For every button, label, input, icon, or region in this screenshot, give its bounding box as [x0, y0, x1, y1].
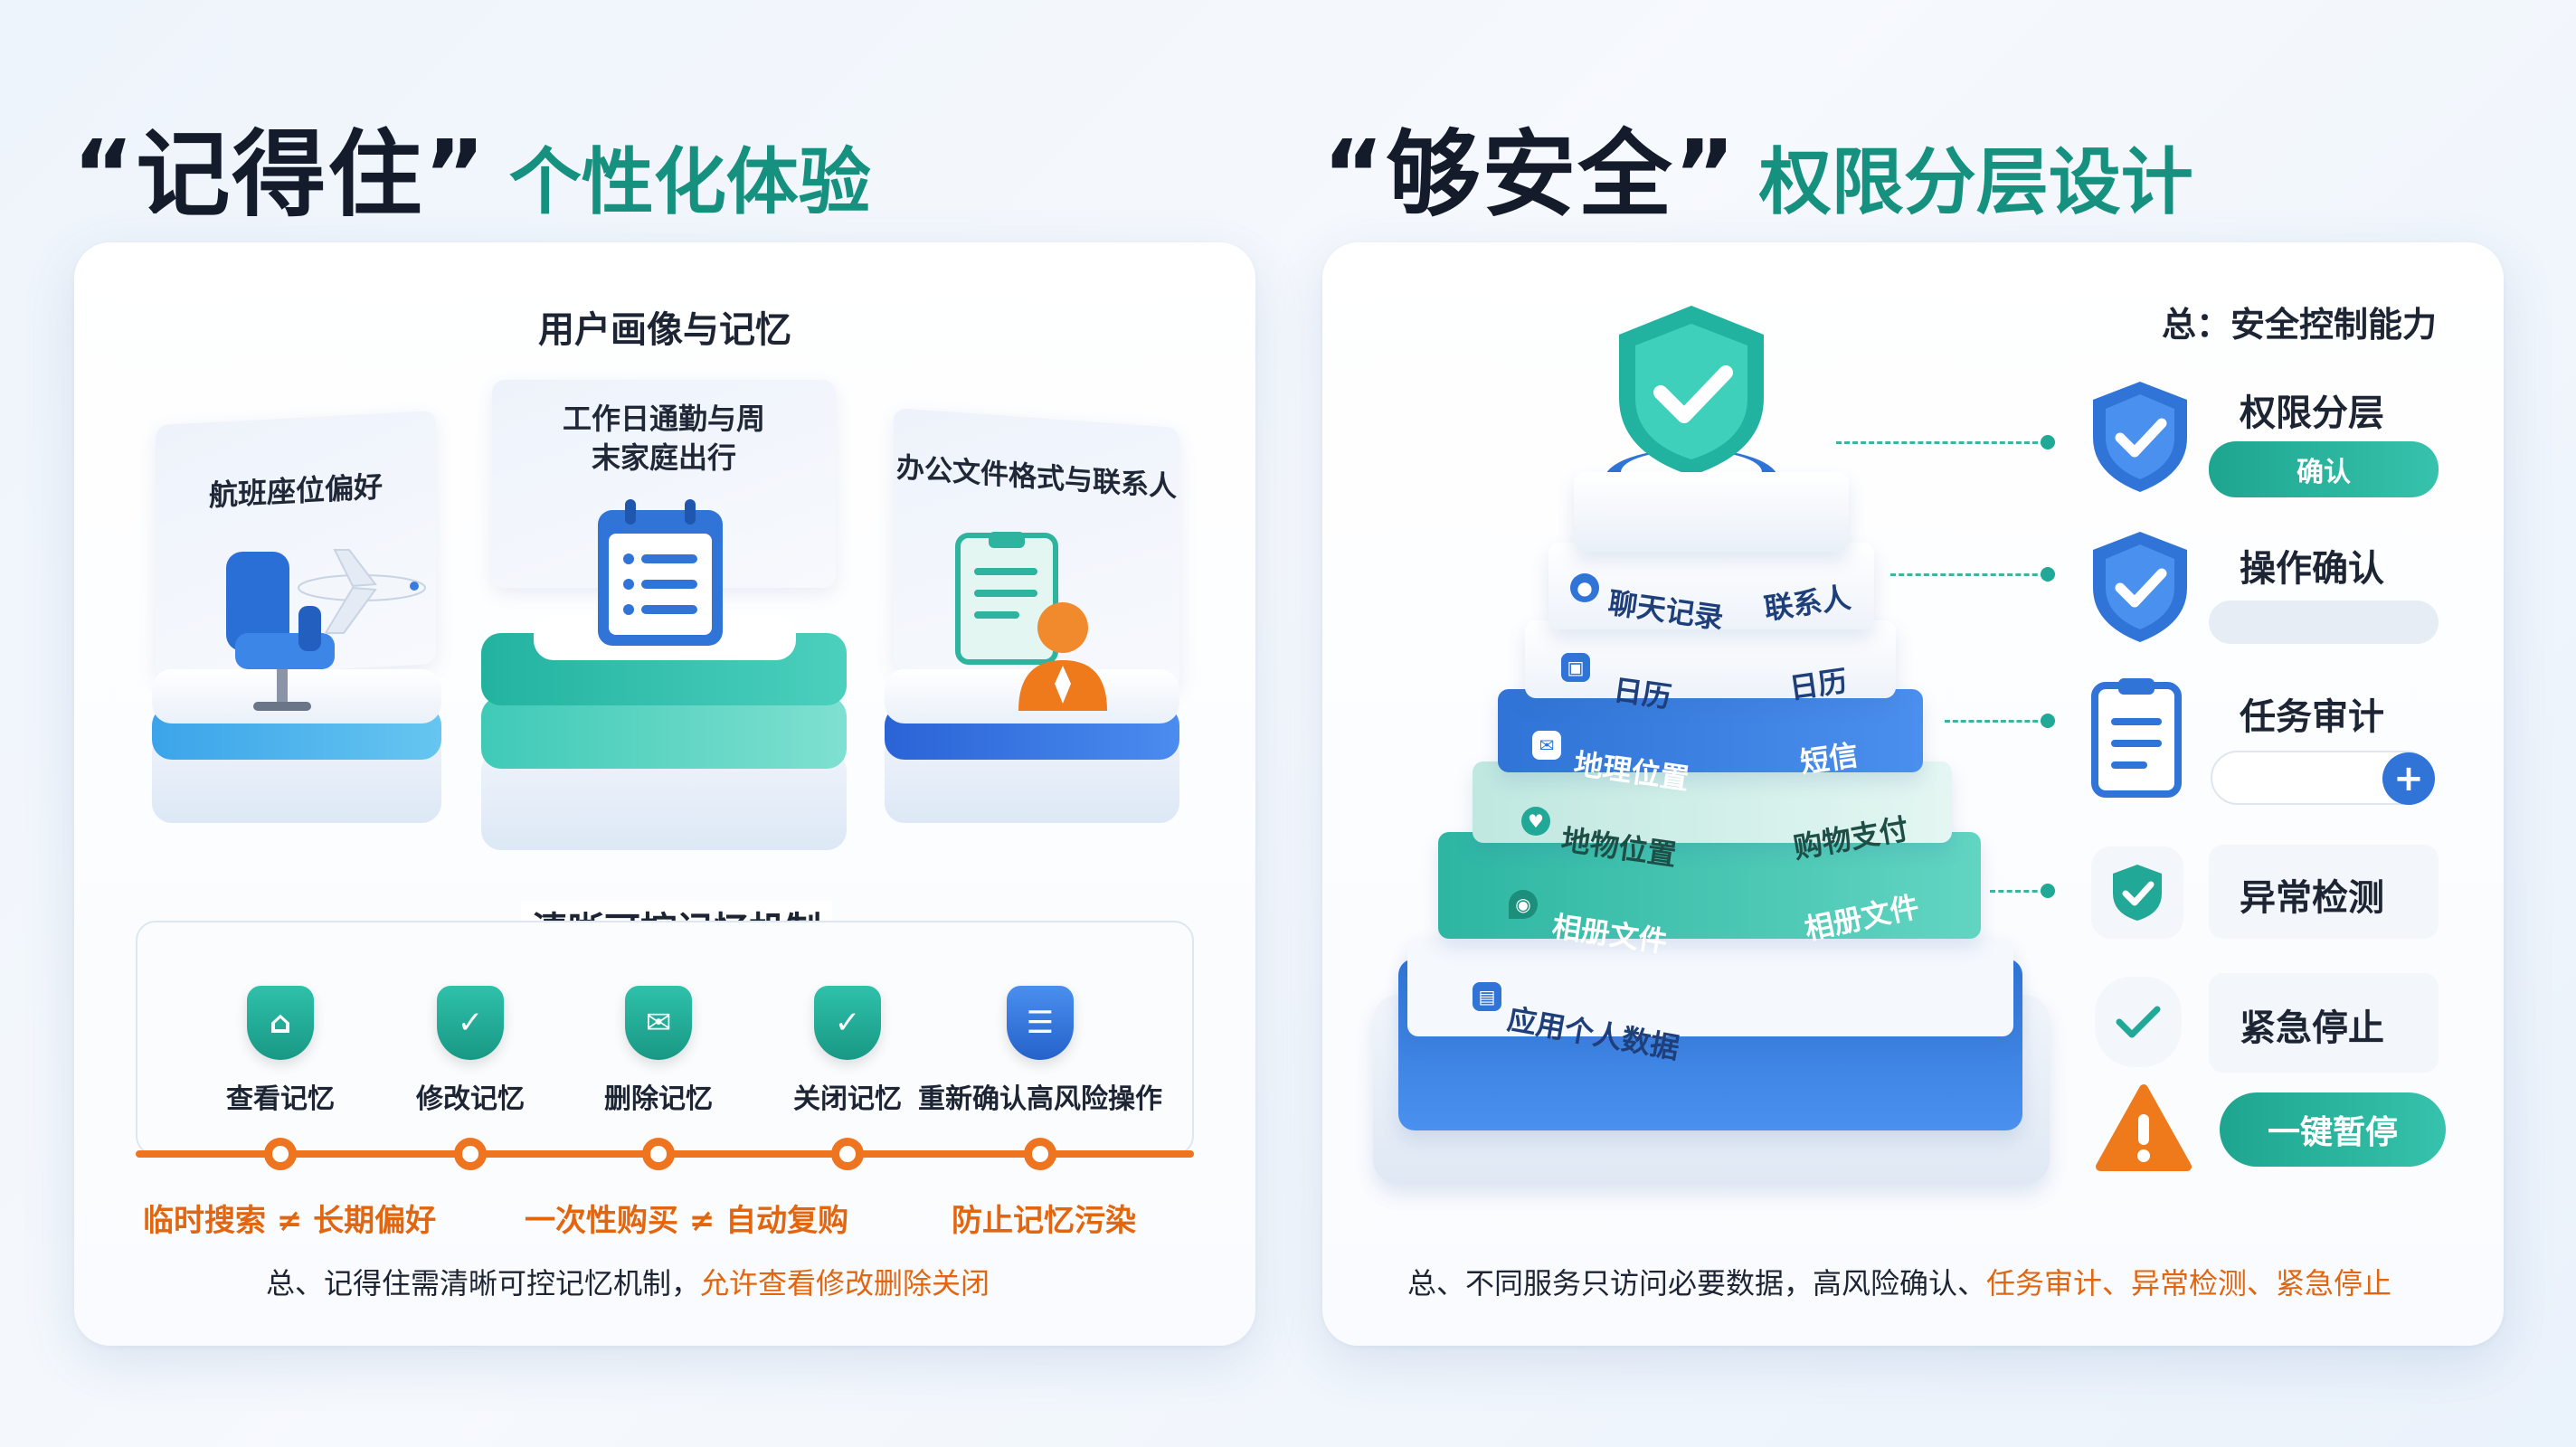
profile-title: 用户画像与记忆 — [538, 309, 791, 351]
check-icon — [2095, 977, 2182, 1067]
right-summary-prefix: 总、不同服务只访问必要数据，高风险确认、 — [1407, 1266, 1987, 1300]
person-icon — [1018, 602, 1107, 711]
right-summary-highlight: 任务审计、异常检测、紧急停止 — [1986, 1266, 2392, 1300]
left-heading-sub: 个性化体验 — [508, 140, 871, 224]
control-stop-label: 紧急停止 — [2240, 1007, 2384, 1049]
chat-icon: ● — [1570, 573, 1599, 602]
controls-title: 总：安全控制能力 — [2162, 305, 2438, 345]
timeline-dot-2 — [454, 1138, 487, 1170]
pin-icon: ◉ — [1509, 890, 1538, 919]
connector-3 — [1945, 720, 2046, 723]
home-shield-icon: ⌂ — [247, 986, 314, 1060]
mechanism-close[interactable]: ✓ 关闭记忆 — [734, 986, 961, 1116]
connector-1-dot — [2041, 435, 2055, 449]
layer-chat — [1548, 543, 1874, 629]
control-stop-box — [2209, 973, 2439, 1073]
confirm-button[interactable]: 确认 — [2209, 441, 2439, 497]
control-confirm-label: 操作确认 — [2240, 548, 2384, 590]
right-heading: “够安全”权限分层设计 — [1322, 98, 2193, 234]
layer-calendar-right: 日历 — [1786, 663, 1850, 706]
note-prevent-pollution: 防止记忆污染 — [952, 1203, 1136, 1239]
left-summary: 总、记得住需清晰可控记忆机制，允许查看修改删除关闭 — [266, 1261, 990, 1302]
timeline-dot-4 — [831, 1138, 864, 1170]
control-layering-label: 权限分层 — [2240, 392, 2384, 434]
mechanism-edit-label: 修改记忆 — [416, 1083, 525, 1115]
card-office-files-label: 办公文件格式与联系人 — [896, 451, 1177, 504]
left-heading-quote: “记得住” — [72, 119, 488, 230]
platform-1-top — [152, 669, 441, 724]
connector-4 — [1990, 890, 2046, 893]
shield-check-icon — [2093, 382, 2187, 492]
mechanism-view[interactable]: ⌂ 查看记忆 — [167, 986, 393, 1116]
layer-location-2 — [1473, 761, 1952, 843]
layer-top — [1574, 472, 1849, 552]
check-badge-icon — [2091, 846, 2183, 939]
pause-all-button[interactable]: 一键暂停 — [2220, 1092, 2446, 1167]
check-svg — [2116, 1006, 2161, 1038]
heart-icon: ♥ — [1521, 807, 1550, 836]
left-summary-highlight: 允许查看修改删除关闭 — [700, 1266, 990, 1300]
timeline-dot-1 — [264, 1138, 297, 1170]
timeline-dot-5 — [1024, 1138, 1056, 1170]
mail-icon: ✉ — [1532, 731, 1561, 760]
connector-4-dot — [2041, 884, 2055, 898]
note-one-time-purchase: 一次性购买 ≠ 自动复购 — [525, 1203, 849, 1239]
mechanism-edit[interactable]: ✓ 修改记忆 — [357, 986, 583, 1116]
control-anomaly-label: 异常检测 — [2240, 877, 2384, 919]
mechanism-reconfirm[interactable]: ☰ 重新确认高风险操作 — [914, 986, 1167, 1116]
mechanism-reconfirm-label: 重新确认高风险操作 — [918, 1083, 1162, 1115]
platform-2-mid — [481, 696, 847, 769]
shield-check-icon-2 — [2093, 532, 2187, 642]
mechanism-delete-label: 删除记忆 — [604, 1083, 713, 1115]
layer-location — [1498, 689, 1923, 772]
user-data-icon: ▤ — [1473, 982, 1501, 1011]
right-heading-sub: 权限分层设计 — [1758, 140, 2193, 224]
card-commute-label: 工作日通勤与周 末家庭出行 — [562, 402, 765, 476]
doc-shield-icon: ☰ — [1007, 986, 1074, 1060]
mechanism-view-label: 查看记忆 — [226, 1083, 335, 1115]
calendar-small-icon: ▣ — [1561, 653, 1590, 682]
mechanism-delete[interactable]: ✉ 删除记忆 — [545, 986, 772, 1116]
check-shield-icon: ✓ — [437, 986, 504, 1060]
connector-2 — [1890, 573, 2046, 576]
lock-shield-icon: ✓ — [814, 986, 881, 1060]
layer-album-files — [1438, 832, 1981, 939]
layer-app-personal-data-top — [1407, 937, 2013, 1036]
warning-icon — [2096, 1084, 2192, 1171]
right-heading-quote: “够安全” — [1322, 119, 1738, 230]
layer-calendar-left: 日历 — [1611, 672, 1674, 715]
seat-icon — [226, 552, 335, 711]
connector-2-dot — [2041, 567, 2055, 582]
clipboard-icon — [2091, 678, 2182, 798]
mail-shield-icon: ✉ — [625, 986, 692, 1060]
airplane-icon — [298, 549, 426, 634]
left-heading: “记得住”个性化体验 — [72, 98, 871, 234]
control-anomaly-box — [2209, 845, 2439, 939]
timeline-dot-3 — [642, 1138, 675, 1170]
right-summary: 总、不同服务只访问必要数据，高风险确认、任务审计、异常检测、紧急停止 — [1407, 1261, 2391, 1302]
layer-location-right: 短信 — [1797, 737, 1861, 780]
connector-3-dot — [2041, 714, 2055, 728]
card-flight-seat-label: 航班座位偏好 — [208, 468, 383, 514]
mechanism-close-label: 关闭记忆 — [793, 1083, 902, 1115]
calendar-icon — [598, 499, 723, 646]
control-audit-label: 任务审计 — [2240, 696, 2384, 738]
connector-1 — [1836, 441, 2046, 444]
confirm-toggle[interactable] — [2209, 601, 2439, 644]
audit-add-button[interactable]: + — [2382, 752, 2435, 805]
check-badge-svg — [2113, 865, 2162, 921]
note-temporary-search: 临时搜索 ≠ 长期偏好 — [143, 1203, 437, 1239]
left-summary-prefix: 总、记得住需清晰可控记忆机制， — [266, 1266, 701, 1300]
document-icon — [955, 532, 1058, 665]
